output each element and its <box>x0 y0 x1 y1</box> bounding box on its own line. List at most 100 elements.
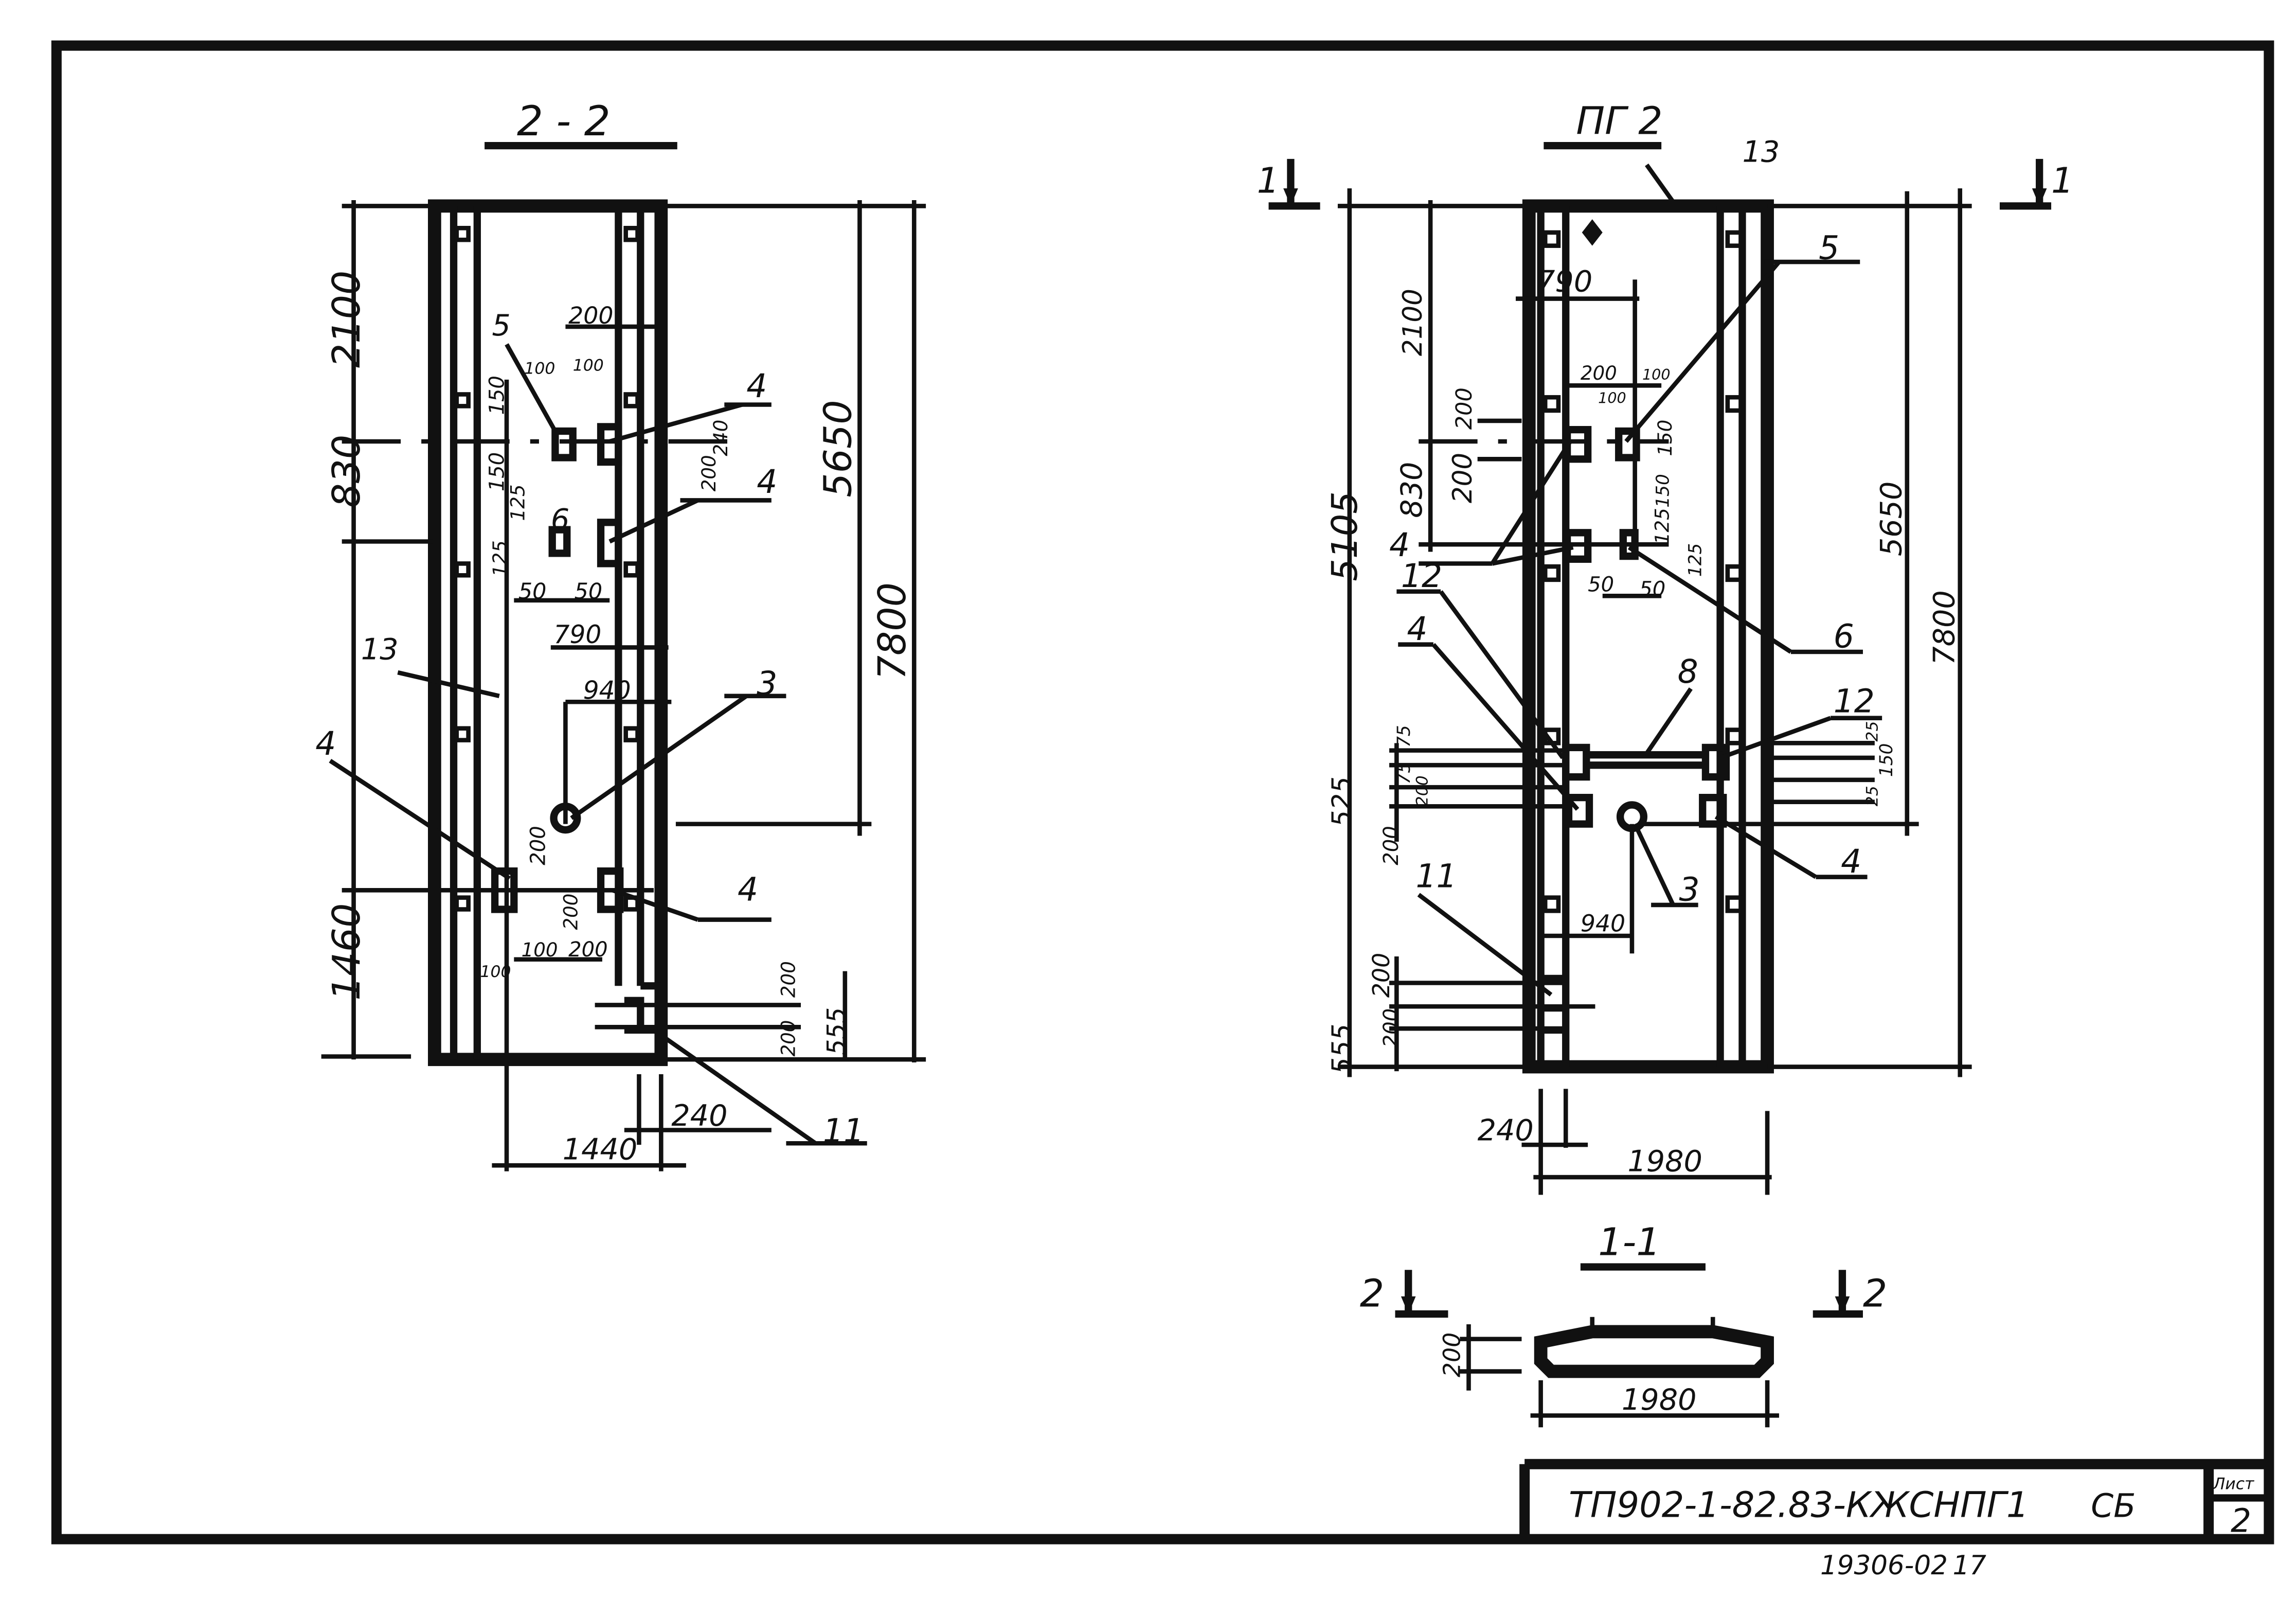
v22-dim-200-r: 200 <box>697 455 720 491</box>
v22-callout-6: 6 <box>551 503 569 537</box>
pg2-callout-4-b: 4 <box>1407 610 1427 648</box>
v22-dim-notch-200-a: 200 <box>777 961 800 998</box>
pg2-dim-200-a: 200 <box>1451 387 1477 430</box>
pg2-dim-125-a: 125 <box>1651 508 1673 544</box>
v22-dim-940: 940 <box>583 677 631 705</box>
sheet-frame <box>51 40 2274 1544</box>
pg2-callout-5: 5 <box>1819 229 1839 267</box>
pg2-dim-75-b: 75 <box>1394 762 1414 785</box>
pg2-dim-notch-200-a: 200 <box>1368 953 1395 998</box>
v22-callout-4-d: 4 <box>738 871 758 908</box>
pg2-dim-total-right: 7800 <box>1927 590 1961 665</box>
v22-dim-100-low-b: 100 <box>480 963 511 981</box>
pg2-dim-notch-200-b: 200 <box>1379 1008 1403 1047</box>
v22-dim-notch-200-b: 200 <box>777 1020 800 1057</box>
v22-dim-240: 240 <box>671 1099 727 1133</box>
view-2-2-title: 2 - 2 <box>517 97 611 145</box>
v22-dim-790: 790 <box>554 620 602 649</box>
pg2-dim-200-c: 200 <box>1413 775 1431 806</box>
pg2-dim-100-b: 100 <box>1642 366 1671 383</box>
view-1-1-title: 1-1 <box>1598 1220 1660 1265</box>
pg2-dim-upper-right: 5650 <box>1874 482 1908 557</box>
v22-dim-upper: 5650 <box>815 400 860 497</box>
view-pg2-title: ПГ 2 <box>1576 98 1662 143</box>
pg2-dim-1980: 1980 <box>1627 1145 1702 1179</box>
pg2-dim-200-d: 200 <box>1379 826 1403 865</box>
pg2-dim-mid: 830 <box>1395 462 1429 518</box>
v22-callout-11: 11 <box>823 1112 864 1149</box>
v22-dim-200-top: 200 <box>568 302 613 329</box>
v11-dim-200: 200 <box>1438 1333 1465 1377</box>
view-2-2: 2 - 2 <box>315 97 926 1171</box>
v22-callout-4-c: 4 <box>315 725 336 762</box>
v22-callout-4-a: 4 <box>746 367 767 405</box>
v22-dim-mid: 830 <box>324 435 369 508</box>
v22-dim-100-b: 100 <box>573 357 604 375</box>
pg2-callout-11: 11 <box>1416 858 1457 895</box>
pg2-dim-150: 150 <box>1654 420 1676 456</box>
v22-dim-125-a: 125 <box>506 484 529 521</box>
view-1-1: 1-1 2 2 200 1980 <box>1360 1220 1887 1428</box>
sheet-code: ТП902-1-82.83-КЖСНПГ1 <box>1569 1485 2029 1526</box>
pg2-callout-13: 13 <box>1742 135 1780 169</box>
v22-dim-200-low-a: 200 <box>526 826 550 865</box>
pg2-dim-790: 790 <box>1536 264 1592 298</box>
v22-dim-200-low-b: 200 <box>559 894 582 930</box>
pg2-dim-125-b: 125 <box>1685 543 1706 577</box>
cut-mark-1-left: 1 <box>1257 161 1280 202</box>
v22-dim-50-a: 50 <box>518 579 547 605</box>
v22-dim-50-b: 50 <box>575 579 603 605</box>
pg2-callout-8: 8 <box>1678 653 1698 690</box>
pg2-callout-12-b: 12 <box>1834 682 1875 720</box>
v22-dim-total: 7800 <box>870 582 914 680</box>
pg2-dim-50-a: 50 <box>1588 573 1614 597</box>
pg2-dim-240: 240 <box>1478 1114 1534 1148</box>
v22-dim-240: 240 <box>709 420 732 456</box>
sheet-mark: СБ <box>2091 1487 2136 1525</box>
pg2-dim-25-b: 25 <box>1863 786 1882 806</box>
pg2-callout-12-a: 12 <box>1401 557 1442 595</box>
v22-callout-4-b: 4 <box>757 463 777 501</box>
v11-dim-1980: 1980 <box>1622 1383 1697 1417</box>
v22-dim-125-b: 125 <box>489 540 511 577</box>
v22-dim-1440: 1440 <box>563 1133 638 1167</box>
pg2-callout-4-c: 4 <box>1841 843 1861 880</box>
pg2-dim-525: 525 <box>1327 776 1358 827</box>
cut-mark-2-left: 2 <box>1360 1271 1384 1316</box>
archive-number: 19306-02 <box>1820 1550 1948 1581</box>
pg2-dim-50-b: 50 <box>1639 577 1665 601</box>
pg2-dim-940: 940 <box>1581 910 1625 937</box>
cut-mark-1-right: 1 <box>2051 161 2074 202</box>
archive-extra: 17 <box>1952 1550 1986 1581</box>
pg2-dim-555: 555 <box>1327 1024 1358 1074</box>
pg2-callout-3: 3 <box>1679 871 1699 908</box>
pg2-dim-75-a: 75 <box>1394 725 1414 748</box>
pg2-callout-6: 6 <box>1834 617 1854 655</box>
title-block: ТП902-1-82.83-КЖСНПГ1 СБ Лист 2 <box>1519 1459 2269 1539</box>
view-pg2: ПГ 2 1 1 <box>1257 98 2074 1195</box>
v22-dim-100-a: 100 <box>524 359 555 378</box>
v22-dim-150-a: 150 <box>485 376 509 415</box>
pg2-callout-4-a: 4 <box>1389 526 1410 564</box>
pg2-dim-100-a: 100 <box>1598 389 1626 407</box>
v22-callout-13: 13 <box>361 632 399 666</box>
pg2-dim-150-r: 150 <box>1876 743 1897 777</box>
pg2-dim-200: 200 <box>1581 362 1617 384</box>
v22-callout-5: 5 <box>492 309 510 343</box>
sheet-list-number: 2 <box>2231 1502 2251 1539</box>
sheet-list-label: Лист <box>2213 1475 2255 1493</box>
pg2-dim-150-b: 150 <box>1653 474 1673 508</box>
pg2-dim-top: 2100 <box>1397 289 1428 356</box>
v22-callout-3: 3 <box>757 665 777 702</box>
v22-dim-top: 2100 <box>324 271 369 368</box>
cut-mark-2-right: 2 <box>1863 1271 1887 1316</box>
v22-dim-100-low: 100 <box>522 938 558 961</box>
v22-dim-bottom: 1460 <box>324 903 369 1001</box>
v22-dim-555: 555 <box>822 1007 851 1055</box>
pg2-dim-total-left: 5105 <box>1324 491 1366 581</box>
pg2-dim-25-a: 25 <box>1863 721 1882 741</box>
v22-dim-150-b: 150 <box>485 452 509 491</box>
v22-dim-200-low-c: 200 <box>568 938 607 962</box>
pg2-dim-200-b: 200 <box>1447 453 1478 503</box>
